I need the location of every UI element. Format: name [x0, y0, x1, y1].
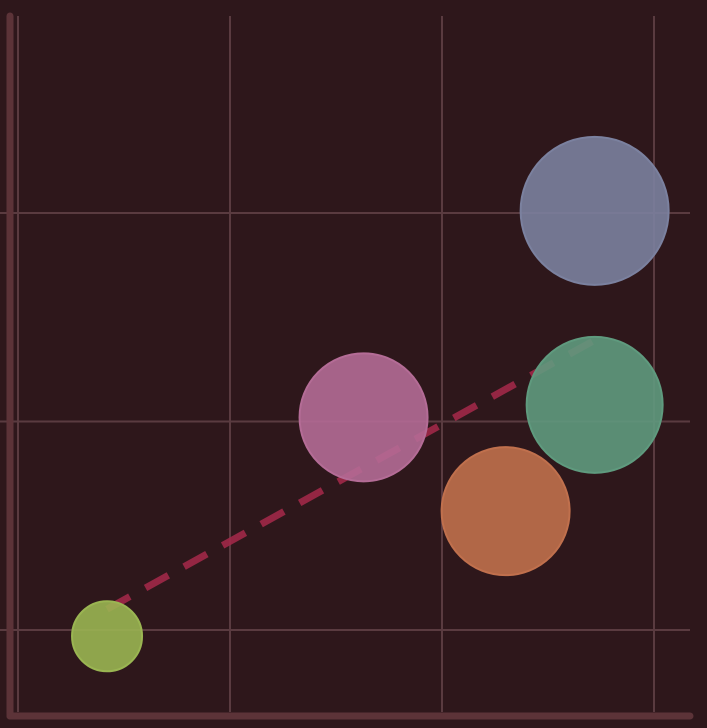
bubble-layer [71, 135, 670, 673]
bubble-point-1 [298, 352, 429, 483]
bubble-point-3 [525, 335, 664, 474]
bubble-point-0 [71, 600, 144, 673]
bubble-point-4 [519, 135, 670, 286]
bubble-point-2 [440, 446, 571, 577]
